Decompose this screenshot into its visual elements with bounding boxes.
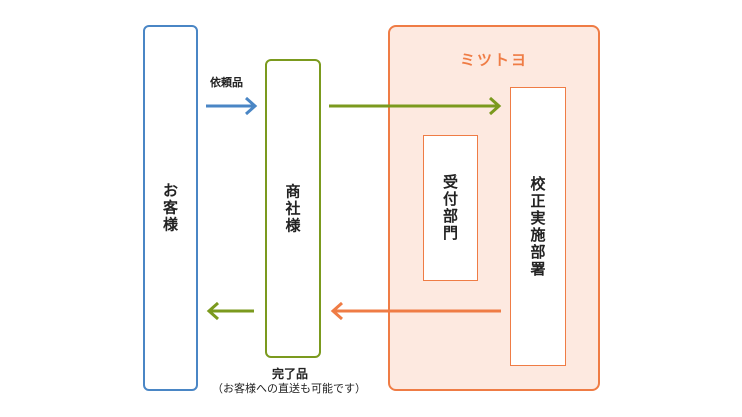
request-arrow xyxy=(206,96,258,116)
completed-note: （お客様への直送も可能です） xyxy=(212,382,366,395)
calibration-department-box: 校正実施部署 xyxy=(510,87,566,366)
completed-arrow xyxy=(206,301,254,321)
reception-department-box: 受付部門 xyxy=(423,135,478,281)
customer-label: お客様 xyxy=(162,181,178,234)
trader-box: 商社様 xyxy=(265,59,321,358)
calibration-department-label: 校正実施部署 xyxy=(530,174,546,278)
forward-arrow xyxy=(329,96,502,116)
reception-department-label: 受付部門 xyxy=(442,173,458,242)
return-arrow xyxy=(330,301,501,321)
trader-label: 商社様 xyxy=(285,182,301,234)
request-label: 依頼品 xyxy=(210,76,243,89)
completed-label: 完了品 xyxy=(272,367,309,381)
mitutoyo-title: ミツトヨ xyxy=(459,51,528,69)
customer-box: お客様 xyxy=(143,25,198,391)
